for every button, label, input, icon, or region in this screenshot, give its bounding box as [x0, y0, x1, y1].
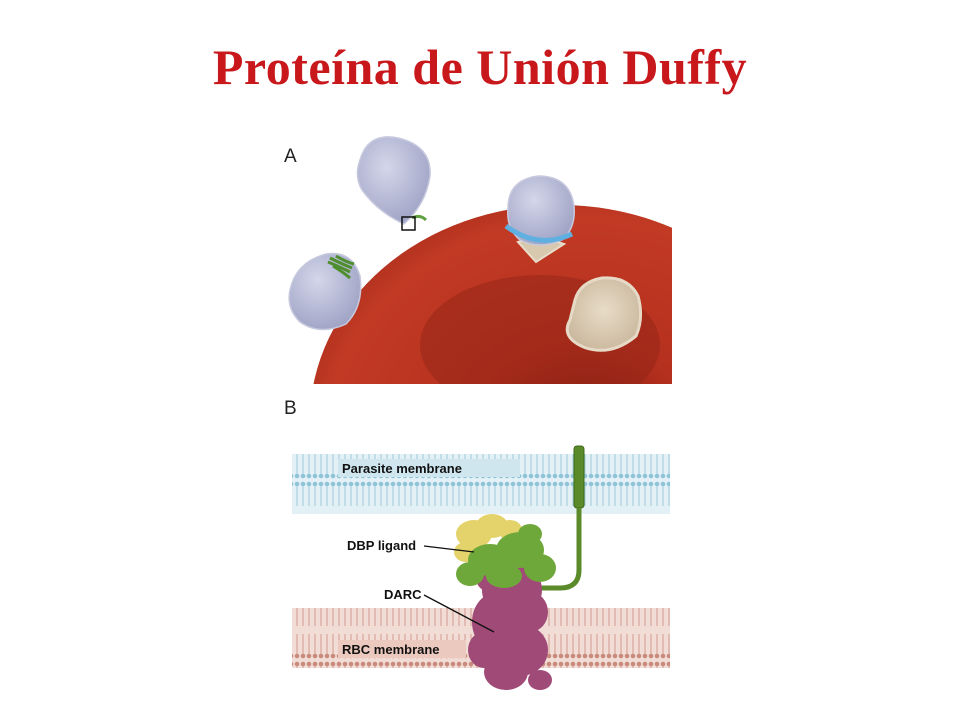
parasite-membrane: [292, 454, 670, 514]
dbp-ligand-label: DBP ligand: [347, 538, 416, 553]
red-blood-cell: [313, 205, 672, 384]
parasite-membrane-label: Parasite membrane: [342, 461, 462, 476]
merozoite-invading: [504, 175, 575, 246]
rhoptry-icon: [327, 254, 355, 280]
panel-a-illustration: [313, 205, 672, 384]
merozoite-reorienting: [288, 252, 362, 331]
darc-label: DARC: [384, 587, 422, 602]
dbp-ligand-leader: [423, 545, 475, 553]
rbc-membrane-label: RBC membrane: [342, 642, 440, 657]
dbp-ligand: [454, 514, 556, 588]
merozoite-attached: [356, 136, 431, 231]
dbp-transmembrane-tether: [536, 445, 585, 591]
darc-leader: [423, 594, 495, 633]
slide-title: Proteína de Unión Duffy: [212, 39, 748, 95]
parasite-membrane-label-bg: [338, 459, 520, 477]
parasitophorous-vacuole: [565, 276, 643, 352]
tight-junction-ring: [504, 223, 574, 243]
rbc-membrane-label-bg: [338, 640, 466, 658]
panel-a-letter: A: [284, 146, 297, 167]
zoom-box: [401, 216, 416, 231]
panel-b-letter: B: [284, 398, 297, 419]
